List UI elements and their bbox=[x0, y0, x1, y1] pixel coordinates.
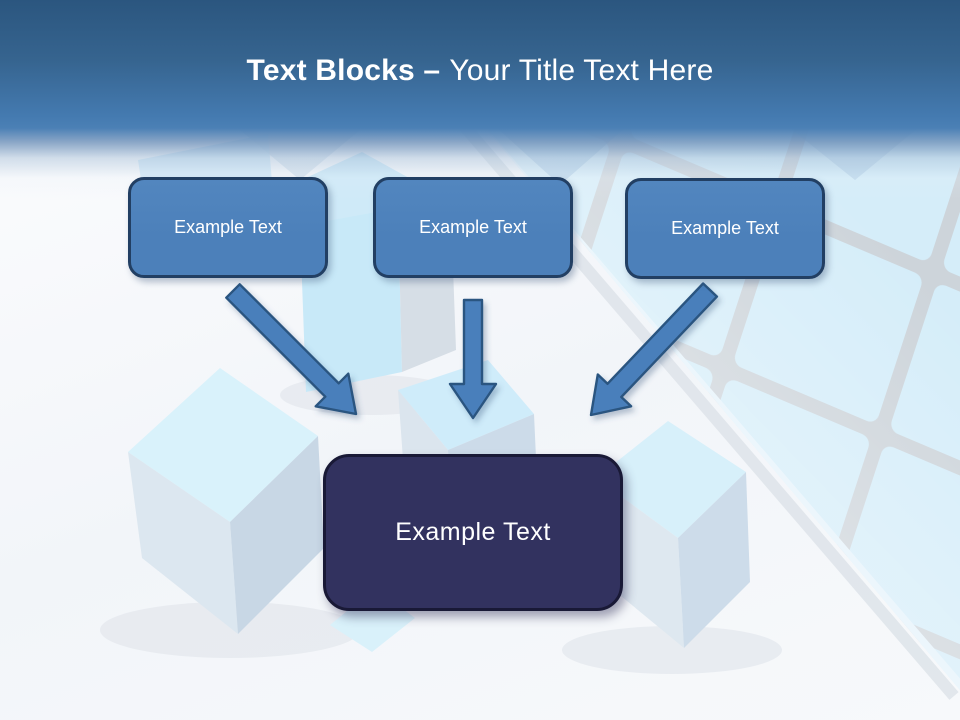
connector-arrow-left bbox=[225, 283, 358, 416]
slide-title: Text Blocks –Your Title Text Here bbox=[0, 54, 960, 87]
connector-arrow-right bbox=[589, 282, 719, 417]
text-block-1: Example Text bbox=[128, 177, 328, 278]
text-block-2: Example Text bbox=[373, 177, 573, 278]
result-block-label: Example Text bbox=[395, 518, 551, 546]
text-block-1-label: Example Text bbox=[174, 217, 282, 237]
header-band: Text Blocks –Your Title Text Here bbox=[0, 0, 960, 200]
slide-title-bold: Text Blocks – bbox=[246, 54, 441, 87]
result-block: Example Text bbox=[323, 454, 623, 611]
text-block-3-label: Example Text bbox=[671, 218, 779, 238]
connector-arrow-middle bbox=[448, 298, 498, 420]
text-block-3: Example Text bbox=[625, 178, 825, 279]
text-block-2-label: Example Text bbox=[419, 217, 527, 237]
slide-title-rest: Your Title Text Here bbox=[449, 54, 714, 87]
